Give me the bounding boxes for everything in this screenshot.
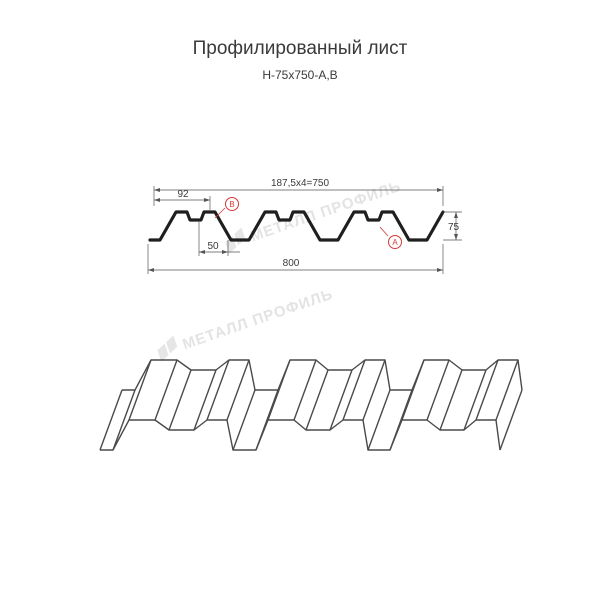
dimension-lines bbox=[147, 186, 462, 274]
callout-a: A bbox=[379, 226, 402, 249]
dimension-full-width-label: 800 bbox=[283, 258, 300, 269]
dimension-rib-bottom-label: 50 bbox=[207, 241, 219, 252]
profile-isometric-view bbox=[99, 359, 523, 451]
svg-text:A: A bbox=[392, 238, 398, 247]
svg-text:МЕТАЛЛ ПРОФИЛЬ: МЕТАЛЛ ПРОФИЛЬ bbox=[180, 286, 335, 354]
profile-cross-section bbox=[148, 210, 445, 242]
watermark-bottom: МЕТАЛЛ ПРОФИЛЬ bbox=[157, 286, 335, 362]
svg-text:B: B bbox=[229, 200, 234, 209]
callout-b: B bbox=[214, 197, 239, 219]
page-title: Профилированный лист bbox=[192, 38, 408, 59]
dimension-pitch-label: 187,5х4=750 bbox=[271, 178, 330, 189]
dimension-arrows bbox=[148, 188, 458, 272]
profile-code: Н-75х750-А,В bbox=[262, 68, 338, 82]
dimension-height-label: 75 bbox=[448, 222, 460, 233]
dimension-rib-top-label: 92 bbox=[177, 189, 189, 200]
